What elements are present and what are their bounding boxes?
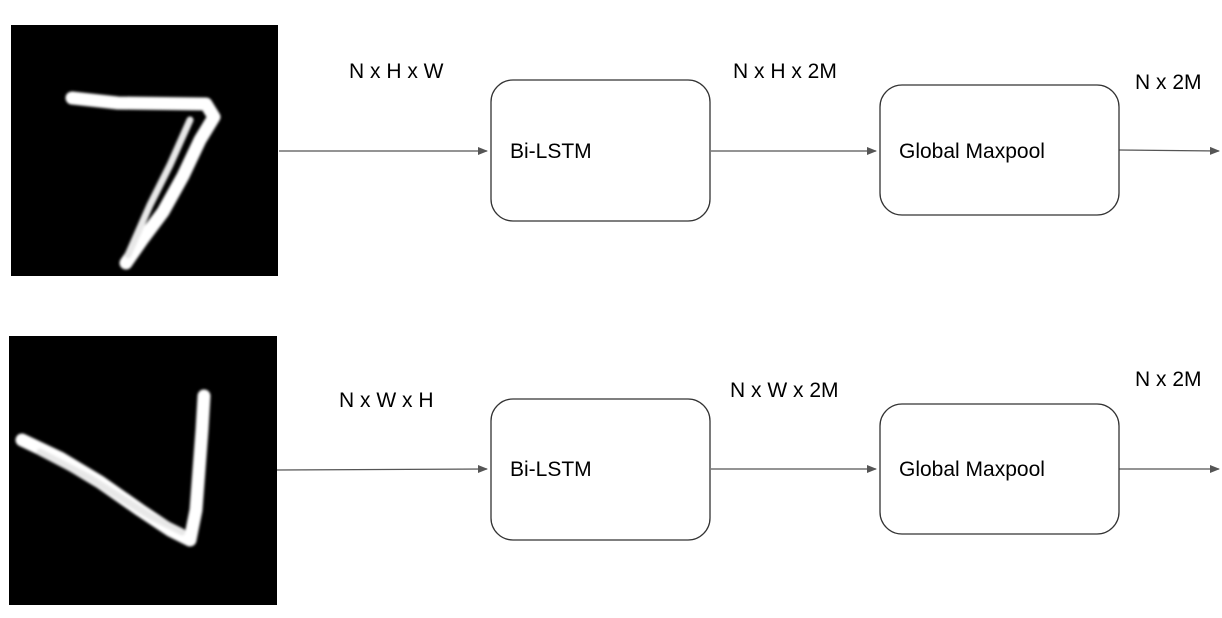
output-shape-label-bottom: N x 2M [1135, 368, 1202, 391]
maxpool-label-top: Global Maxpool [899, 140, 1045, 163]
bilstm-label-bottom: Bi-LSTM [510, 458, 592, 481]
bilstm-label-top: Bi-LSTM [510, 140, 592, 163]
maxpool-block-top [879, 84, 1120, 216]
arrow-input-to-bilstm-bottom [276, 465, 488, 474]
maxpool-block-bottom [879, 403, 1120, 535]
bilstm-block-bottom [490, 398, 711, 541]
bilstm-output-shape-label-top: N x H x 2M [733, 60, 837, 83]
digit-image-top [11, 25, 278, 276]
input-shape-label-bottom: N x W x H [339, 389, 434, 412]
maxpool-label-bottom: Global Maxpool [899, 458, 1045, 481]
digit-image-bottom [9, 336, 277, 605]
arrow-output-top [1118, 146, 1220, 155]
output-shape-label-top: N x 2M [1135, 71, 1202, 94]
input-shape-label-top: N x H x W [349, 60, 444, 83]
bilstm-output-shape-label-bottom: N x W x 2M [730, 379, 839, 402]
bilstm-block-top [490, 79, 711, 222]
